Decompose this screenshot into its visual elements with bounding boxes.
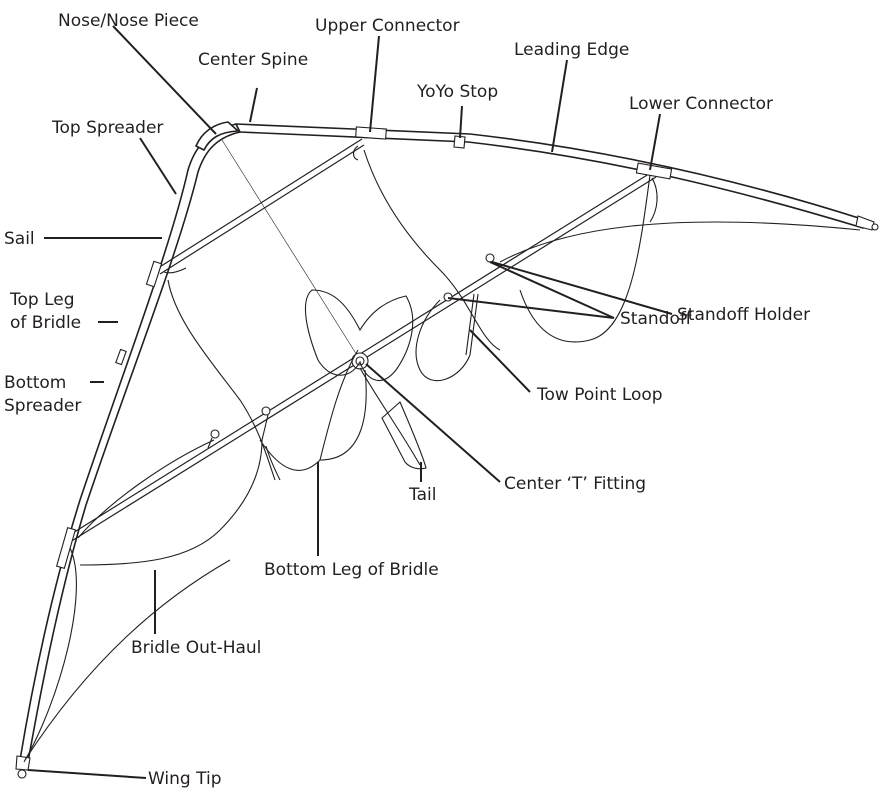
nose-piece (195, 121, 239, 151)
leader-lines (27, 25, 673, 779)
label-top-leg-line2: of Bridle (10, 313, 81, 333)
left-wing-tip-cap (15, 755, 31, 771)
label-bottom-spreader-line1: Bottom (4, 373, 66, 393)
label-bridle-out-haul: Bridle Out-Haul (131, 638, 261, 658)
top-spreader-rod (157, 138, 365, 275)
leader-standoff-1 (489, 261, 615, 319)
right-leading-edge (235, 123, 866, 229)
label-center-spine: Center Spine (198, 50, 308, 70)
fittings (55, 126, 673, 570)
leader-standoff-2 (447, 297, 615, 319)
kite-frame (15, 121, 879, 779)
leader-leading-edge (551, 59, 568, 153)
tail-outline (381, 401, 427, 470)
label-sail: Sail (4, 229, 35, 249)
label-standoff: Standoff (620, 309, 693, 329)
label-bottom-leg: Bottom Leg of Bridle (264, 560, 439, 580)
label-top-leg-line1: Top Leg (9, 290, 75, 310)
label-upper-connector: Upper Connector (315, 16, 460, 36)
label-nose: Nose/Nose Piece (58, 11, 199, 31)
leader-center-spine (249, 87, 258, 123)
label-leading-edge: Leading Edge (514, 40, 629, 60)
top-spreader-fitting (145, 260, 163, 288)
label-tow-point-loop: Tow Point Loop (536, 385, 663, 405)
top-leg-fitting (115, 348, 127, 366)
label-center-t-fitting: Center ‘T’ Fitting (504, 474, 646, 494)
label-top-spreader: Top Spreader (51, 118, 163, 138)
center-spine-line (221, 139, 361, 361)
leader-standoff-holder (491, 261, 673, 315)
lower-connector-fitting (635, 162, 673, 180)
leader-upper-connector (369, 35, 380, 133)
label-lower-connector: Lower Connector (629, 94, 773, 114)
label-bottom-spreader-line2: Spreader (4, 396, 81, 416)
leader-tow-point (469, 329, 531, 393)
leader-nose (112, 25, 217, 135)
label-standoff-holder: Standoff Holder (677, 305, 810, 325)
leader-yoyo-stop (459, 105, 463, 139)
label-yoyo-stop: YoYo Stop (416, 82, 498, 102)
right-wing-tip-cap (855, 215, 875, 231)
labels: Nose/Nose Piece Upper Connector Center S… (4, 11, 810, 789)
sail-and-bridle-lines (23, 145, 861, 763)
label-wing-tip: Wing Tip (148, 769, 222, 789)
standoffs (207, 293, 479, 449)
leader-lower-connector (649, 113, 661, 171)
leader-wing-tip (27, 769, 147, 779)
leader-center-t (365, 363, 501, 483)
bottom-spreader-fitting (55, 526, 77, 570)
yoyo-stop-fitting (453, 135, 466, 149)
leader-top-spreader (139, 137, 177, 195)
label-tail: Tail (408, 485, 436, 505)
